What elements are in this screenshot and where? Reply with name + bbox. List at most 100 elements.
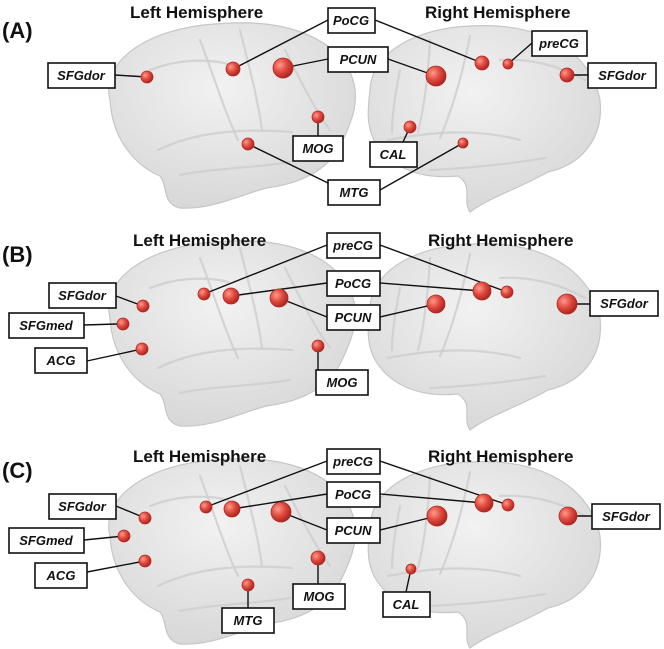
connector <box>86 560 146 573</box>
left-hemisphere-title-c: Left Hemisphere <box>133 447 266 466</box>
label-box <box>326 481 381 508</box>
node-precg-right-b <box>500 285 514 299</box>
node-sfgdor-left-a <box>140 70 154 84</box>
label-sfgdor: SFGdor <box>600 296 649 311</box>
right-hemisphere-title-a: Right Hemisphere <box>425 3 570 22</box>
label-pocg: PoCG <box>335 276 371 291</box>
left-hemisphere-title-a: Left Hemisphere <box>130 3 263 22</box>
label-box <box>315 369 369 396</box>
label-box <box>292 135 344 162</box>
label-cal: CAL <box>393 597 420 612</box>
label-sfgdor: SFGdor <box>58 288 107 303</box>
node-mtg-right-a <box>457 137 469 149</box>
connector <box>203 244 328 295</box>
label-cal: CAL <box>380 147 407 162</box>
panel-b: (B) Left Hemisphere Right Hemisphere SFG… <box>2 231 659 432</box>
node-sfgdor-right-a <box>559 67 575 83</box>
connector <box>379 303 437 318</box>
node-pocg-right-b <box>472 281 492 301</box>
label-box <box>292 583 346 610</box>
label-box <box>48 282 117 309</box>
label-pcun: PCUN <box>340 52 377 67</box>
label-mog: MOG <box>303 589 334 604</box>
node-cal-right-c <box>405 563 417 575</box>
label-pocg: PoCG <box>335 487 371 502</box>
label-box <box>369 141 418 168</box>
label-box <box>531 30 588 57</box>
label-box <box>34 562 88 589</box>
connector <box>231 493 328 510</box>
node-sfgmed-left-c <box>117 529 131 543</box>
node-precg-left-c <box>199 500 213 514</box>
label-box <box>591 503 661 530</box>
node-sfgdor-right-b <box>556 293 578 315</box>
label-box <box>587 62 657 89</box>
panel-c: (C) Left Hemisphere Right Hemisphere SFG… <box>2 447 661 649</box>
right-hemisphere-title-c: Right Hemisphere <box>428 447 573 466</box>
panel-tag-c: (C) <box>2 458 33 483</box>
label-mog: MOG <box>326 375 357 390</box>
label-box <box>326 232 381 259</box>
label-sfgdor: SFGdor <box>602 509 651 524</box>
node-mtg-left-c <box>241 578 255 592</box>
node-pocg-right-a <box>474 55 490 71</box>
label-mtg: MTG <box>234 613 263 628</box>
left-hemisphere-title-b: Left Hemisphere <box>133 231 266 250</box>
label-pcun: PCUN <box>335 310 372 325</box>
label-sfgdor: SFGdor <box>598 68 647 83</box>
label-sfgdor: SFGdor <box>58 499 107 514</box>
label-mog: MOG <box>302 141 333 156</box>
node-precg-right-a <box>502 58 514 70</box>
connector <box>247 143 329 184</box>
node-sfgmed-left-b <box>116 317 130 331</box>
panel-tag-a: (A) <box>2 18 33 43</box>
left-hemisphere-surface-b <box>107 239 357 428</box>
label-box <box>47 62 116 89</box>
node-pocg-left-a <box>225 61 241 77</box>
connector <box>86 348 143 362</box>
node-pcun-left-a <box>272 57 294 79</box>
panel-tag-b: (B) <box>2 242 33 267</box>
label-mtg: MTG <box>340 185 369 200</box>
node-pcun-right-c <box>426 505 448 527</box>
label-sfgmed: SFGmed <box>19 533 74 548</box>
node-precg-left-b <box>197 287 211 301</box>
label-box <box>326 448 381 475</box>
label-precg: preCG <box>332 238 373 253</box>
label-acg: ACG <box>46 353 76 368</box>
panel-a: (A) Left Hemisphere Right Hemisphere SFG… <box>2 3 657 214</box>
connector <box>83 323 118 326</box>
connector <box>379 282 483 292</box>
node-sfgdor-left-c <box>138 511 152 525</box>
label-box <box>589 290 659 317</box>
label-box <box>327 46 389 73</box>
node-precg-right-c <box>501 498 515 512</box>
connector <box>232 19 329 70</box>
label-box <box>326 517 381 544</box>
label-pcun: PCUN <box>335 523 372 538</box>
label-box <box>326 304 381 331</box>
label-box <box>326 270 381 297</box>
node-sfgdor-right-c <box>558 506 578 526</box>
label-box <box>8 312 85 339</box>
node-pcun-left-c <box>270 501 292 523</box>
connector <box>205 460 328 508</box>
right-hemisphere-title-b: Right Hemisphere <box>428 231 573 250</box>
right-hemisphere-surface-c <box>367 460 602 649</box>
node-pcun-right-a <box>425 65 447 87</box>
label-box <box>48 493 117 520</box>
connector <box>83 535 125 541</box>
label-sfgdor: SFGdor <box>57 68 106 83</box>
connector <box>374 19 483 64</box>
label-sfgmed: SFGmed <box>19 318 74 333</box>
label-box <box>327 179 381 206</box>
node-pcun-right-b <box>426 294 446 314</box>
label-box <box>327 7 376 34</box>
label-pocg: PoCG <box>333 13 369 28</box>
node-mog-left-b <box>311 339 325 353</box>
label-precg: preCG <box>332 454 373 469</box>
label-box <box>382 591 431 618</box>
label-box <box>34 347 88 374</box>
right-hemisphere-surface-b <box>367 242 602 432</box>
